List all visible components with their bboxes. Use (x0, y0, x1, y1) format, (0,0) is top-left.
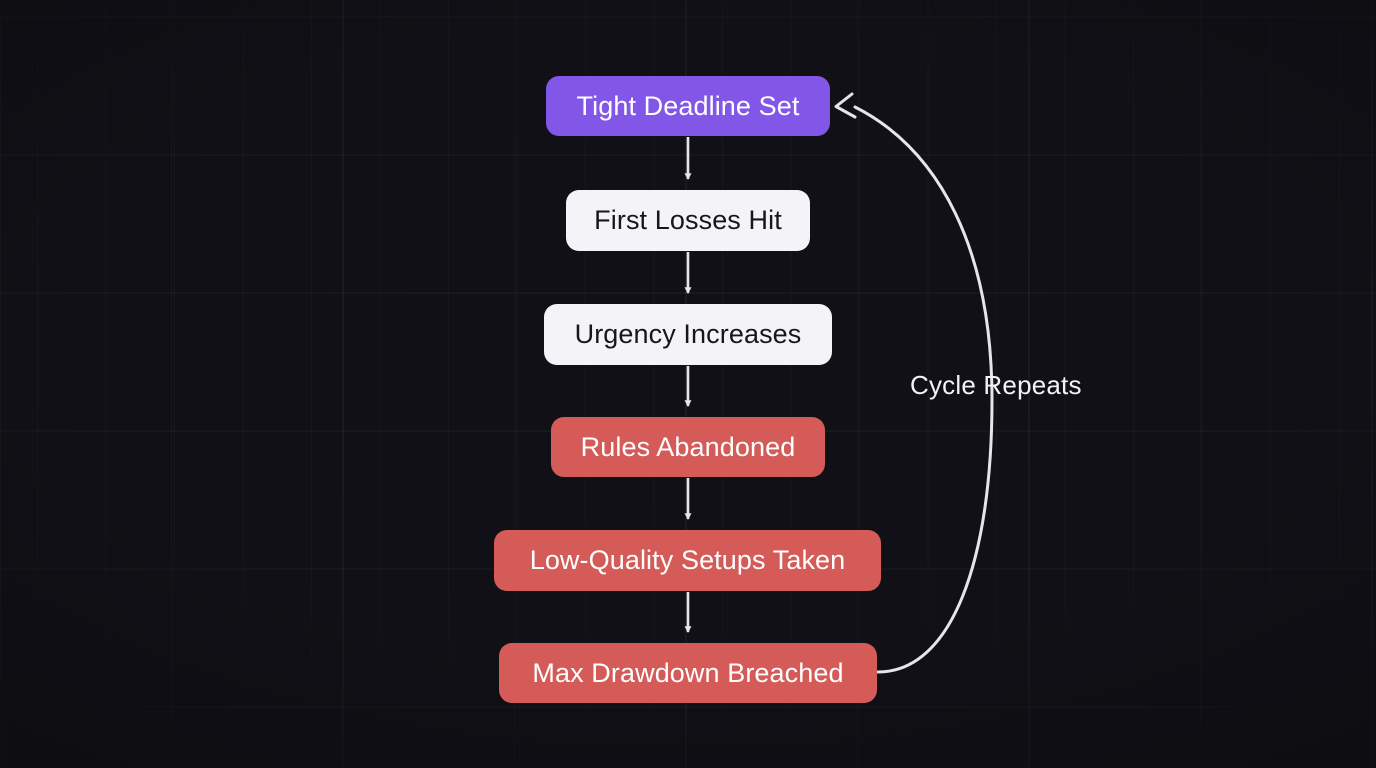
node-low-quality-setups-taken[interactable]: Low-Quality Setups Taken (494, 530, 881, 591)
node-label: First Losses Hit (594, 205, 782, 235)
node-max-drawdown-breached[interactable]: Max Drawdown Breached (499, 643, 877, 703)
node-first-losses-hit[interactable]: First Losses Hit (566, 190, 810, 251)
node-label: Low-Quality Setups Taken (529, 545, 846, 575)
edge-label-cycle-repeats: Cycle Repeats (910, 370, 1082, 400)
node-label: Rules Abandoned (580, 431, 796, 462)
feedback-arrowhead-icon (834, 92, 857, 119)
node-tight-deadline-set[interactable]: Tight Deadline Set (546, 76, 830, 136)
node-label: Tight Deadline Set (576, 90, 800, 121)
node-rules-abandoned[interactable]: Rules Abandoned (551, 417, 825, 477)
node-label: Max Drawdown Breached (532, 657, 844, 688)
node-label: Urgency Increases (574, 319, 802, 349)
connector-feedback-cycle (853, 105, 994, 674)
node-urgency-increases[interactable]: Urgency Increases (544, 304, 832, 365)
